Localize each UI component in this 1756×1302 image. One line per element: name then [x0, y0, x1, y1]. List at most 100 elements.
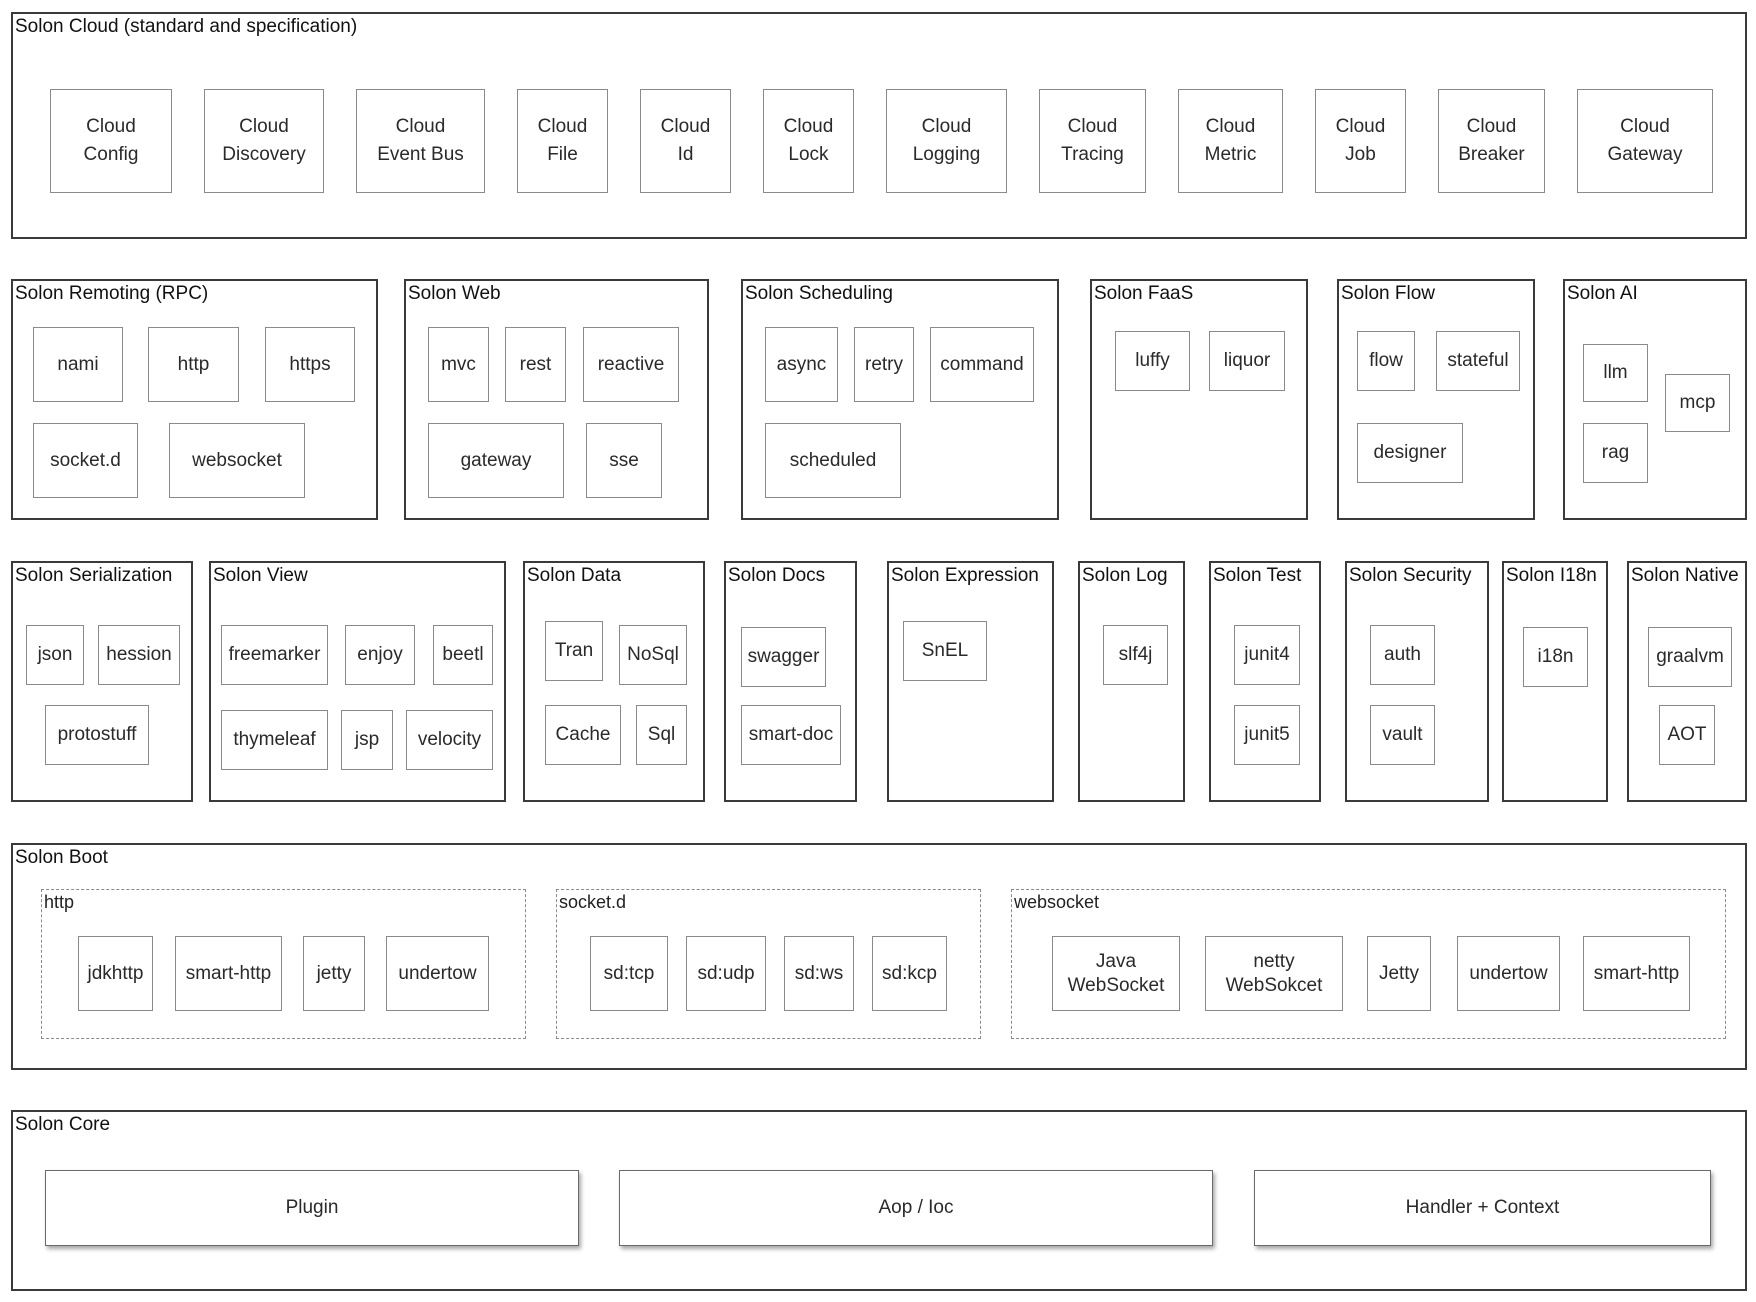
- item-http: http: [148, 327, 239, 402]
- item-velocity: velocity: [406, 710, 493, 770]
- group-title: Solon Native: [1631, 565, 1739, 586]
- item-vault: vault: [1370, 705, 1435, 765]
- item-cloud-metric: Cloud Metric: [1178, 89, 1283, 193]
- group-title: Solon Core: [15, 1114, 111, 1135]
- item-snel: SnEL: [903, 621, 987, 681]
- group-title: Solon Flow: [1341, 283, 1435, 304]
- item-sd-tcp: sd:tcp: [590, 936, 668, 1011]
- item-llm: llm: [1583, 344, 1648, 402]
- group-title: Solon Docs: [728, 565, 826, 586]
- group-solon-flow: Solon Flow: [1337, 279, 1535, 520]
- item-cloud-logging: Cloud Logging: [886, 89, 1007, 193]
- item-netty-websocket: netty WebSokcet: [1205, 936, 1343, 1011]
- item-cloud-id: Cloud Id: [640, 89, 731, 193]
- item-cloud-config: Cloud Config: [50, 89, 172, 193]
- group-title: Solon Data: [527, 565, 622, 586]
- group-title: Solon I18n: [1506, 565, 1597, 586]
- item-websocket: websocket: [169, 423, 305, 498]
- group-title: Solon Test: [1213, 565, 1302, 586]
- item-cloud-job: Cloud Job: [1315, 89, 1406, 193]
- group-title: Solon Log: [1082, 565, 1168, 586]
- item-java-websocket: Java WebSocket: [1052, 936, 1180, 1011]
- item-thymeleaf: thymeleaf: [221, 710, 328, 770]
- item-cloud-tracing: Cloud Tracing: [1039, 89, 1146, 193]
- core-plugin: Plugin: [45, 1170, 579, 1246]
- item-gateway: gateway: [428, 423, 564, 498]
- item-cloud-lock: Cloud Lock: [763, 89, 854, 193]
- group-title: websocket: [1014, 892, 1100, 912]
- item-aot: AOT: [1659, 705, 1715, 765]
- item-sd-ws: sd:ws: [784, 936, 854, 1011]
- item-slf4j: slf4j: [1103, 625, 1168, 685]
- group-title: Solon FaaS: [1094, 283, 1194, 304]
- item-beetl: beetl: [433, 625, 493, 685]
- item-swagger: swagger: [741, 627, 826, 687]
- item-designer: designer: [1357, 423, 1463, 483]
- item-nami: nami: [33, 327, 123, 402]
- item-graalvm: graalvm: [1648, 627, 1732, 687]
- item-auth: auth: [1370, 625, 1435, 685]
- group-title: Solon Boot: [15, 847, 108, 868]
- item-https: https: [265, 327, 355, 402]
- item-sql: Sql: [636, 705, 687, 765]
- item-cloud-file: Cloud File: [517, 89, 608, 193]
- item-enjoy: enjoy: [345, 625, 415, 685]
- item-luffy: luffy: [1115, 331, 1190, 391]
- item-tran: Tran: [545, 621, 603, 681]
- group-title: Solon Serialization: [15, 565, 173, 586]
- item-junit5: junit5: [1234, 705, 1300, 765]
- group-title: http: [44, 892, 75, 912]
- item-sd-udp: sd:udp: [686, 936, 766, 1011]
- group-title: Solon Scheduling: [745, 283, 893, 304]
- item-jetty: jetty: [303, 936, 365, 1011]
- item-cloud-breaker: Cloud Breaker: [1438, 89, 1545, 193]
- group-solon-security: Solon Security: [1345, 561, 1489, 802]
- item-mcp: mcp: [1665, 374, 1730, 432]
- item-command: command: [930, 327, 1034, 402]
- item-smart-http-ws: smart-http: [1583, 936, 1690, 1011]
- item-cloud-discovery: Cloud Discovery: [204, 89, 324, 193]
- item-json: json: [26, 625, 84, 685]
- item-stateful: stateful: [1436, 331, 1520, 391]
- item-mvc: mvc: [428, 327, 489, 402]
- item-async: async: [765, 327, 838, 402]
- item-retry: retry: [854, 327, 914, 402]
- item-smart-doc: smart-doc: [741, 705, 841, 765]
- item-reactive: reactive: [583, 327, 679, 402]
- item-jdkhttp: jdkhttp: [78, 936, 153, 1011]
- item-i18n: i18n: [1523, 627, 1588, 687]
- item-jetty-ws: Jetty: [1367, 936, 1431, 1011]
- group-title: Solon Cloud (standard and specification): [15, 16, 358, 37]
- item-scheduled: scheduled: [765, 423, 901, 498]
- group-title: Solon View: [213, 565, 308, 586]
- item-sd-kcp: sd:kcp: [872, 936, 947, 1011]
- item-smart-http: smart-http: [175, 936, 282, 1011]
- item-protostuff: protostuff: [45, 705, 149, 765]
- item-nosql: NoSql: [619, 625, 687, 685]
- item-rest: rest: [505, 327, 566, 402]
- item-socketd: socket.d: [33, 423, 138, 498]
- group-solon-expression: Solon Expression: [887, 561, 1054, 802]
- core-aop-ioc: Aop / Ioc: [619, 1170, 1213, 1246]
- group-title: Solon Remoting (RPC): [15, 283, 209, 304]
- group-title: Solon AI: [1567, 283, 1638, 304]
- item-cache: Cache: [545, 705, 621, 765]
- item-sse: sse: [586, 423, 662, 498]
- item-jsp: jsp: [341, 710, 393, 770]
- item-cloud-gateway: Cloud Gateway: [1577, 89, 1713, 193]
- item-rag: rag: [1583, 423, 1648, 483]
- group-title: Solon Web: [408, 283, 501, 304]
- group-title: Solon Expression: [891, 565, 1039, 586]
- item-hession: hession: [98, 625, 180, 685]
- item-undertow-ws: undertow: [1457, 936, 1560, 1011]
- group-title: Solon Security: [1349, 565, 1472, 586]
- item-liquor: liquor: [1209, 331, 1285, 391]
- item-cloud-event-bus: Cloud Event Bus: [356, 89, 485, 193]
- item-junit4: junit4: [1234, 625, 1300, 685]
- group-title: socket.d: [559, 892, 627, 912]
- group-solon-faas: Solon FaaS: [1090, 279, 1308, 520]
- core-handler-context: Handler + Context: [1254, 1170, 1711, 1246]
- item-flow: flow: [1357, 331, 1415, 391]
- item-freemarker: freemarker: [221, 625, 328, 685]
